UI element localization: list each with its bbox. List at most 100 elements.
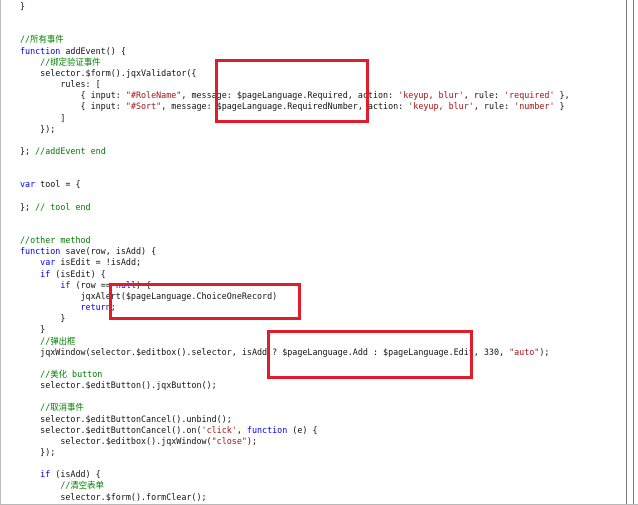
highlight-box-window-title — [267, 330, 473, 379]
code-token: selector.$form().formClear(); — [20, 491, 207, 502]
code-token: //取消事件 — [40, 402, 84, 413]
code-line: selector.$editButtonCancel().on('click',… — [20, 424, 317, 436]
code-token: //addEvent end — [35, 145, 106, 156]
code-token: //所有事件 — [20, 34, 64, 45]
code-line: }; //addEvent end — [20, 146, 106, 157]
code-token: ); — [539, 346, 550, 357]
code-token — [20, 480, 60, 490]
code-line: jqxWindow(selector.$editbox().selector, … — [20, 347, 549, 358]
code-token: (row == — [70, 279, 116, 290]
code-token: selector.$editbox().jqxWindow( — [20, 435, 212, 446]
code-token: } — [20, 1, 26, 11]
code-line: jqxAlert($pageLanguage.ChoiceOneRecord) — [20, 290, 278, 302]
code-line: selector.$editButton().jqxButton(); — [20, 380, 217, 391]
code-token: "#Sort" — [125, 101, 162, 112]
code-token: //弹出框 — [40, 335, 76, 346]
code-line: selector.$form().formClear(); — [20, 491, 207, 503]
code-token: (isAdd) { — [50, 469, 101, 480]
code-token: //美化 button — [40, 368, 103, 379]
code-token: }); — [20, 447, 56, 457]
code-token: }); — [20, 123, 56, 134]
right-edge-line — [626, 0, 627, 505]
code-line: selector.$editButtonCancel().unbind(); — [20, 414, 232, 425]
code-token: //清空表单 — [60, 480, 104, 491]
code-token — [20, 280, 60, 290]
code-line: selector.$form().jqxValidator({ — [20, 68, 196, 79]
code-line: } — [20, 324, 45, 335]
code-token: ); — [246, 435, 257, 446]
code-token — [20, 402, 40, 412]
code-line: //弹出框 — [20, 336, 75, 347]
highlight-box-message — [215, 59, 369, 123]
code-token: function — [246, 424, 288, 435]
code-line: { input: "#Sort", message: $pageLanguage… — [20, 101, 565, 112]
code-line: }); — [20, 447, 55, 458]
code-token — [20, 302, 81, 312]
code-token — [20, 369, 40, 379]
code-line: function addEvent() { — [20, 46, 126, 57]
code-line: rules: [ — [20, 79, 101, 90]
code-token: isEdit = !isAdd; — [55, 257, 142, 268]
code-token: "auto" — [509, 346, 540, 357]
code-token: (isEdit) { — [50, 268, 106, 279]
code-token: , rule: — [463, 90, 505, 101]
code-token: //other method — [20, 235, 91, 246]
code-token: 'number' — [514, 101, 555, 112]
left-edge-line — [0, 0, 1, 505]
code-token: selector.$editButtonCancel().unbind(); — [20, 413, 232, 424]
code-line: function save(row, isAdd) { — [20, 246, 156, 257]
code-token: , message: $pageLanguage.Required, actio… — [181, 90, 399, 101]
code-token: if — [60, 279, 71, 290]
code-token: addEvent() { — [60, 45, 126, 56]
code-token: 'keyup, blur' — [398, 90, 464, 101]
code-token: } — [20, 313, 66, 324]
code-line: if (isEdit) { — [20, 269, 106, 280]
code-line: return; — [20, 302, 116, 313]
code-token: var — [20, 179, 36, 190]
code-token: rules: [ — [20, 79, 101, 90]
code-line: selector.$editbox().jqxWindow("close"); — [20, 436, 257, 447]
code-line: } — [20, 1, 25, 12]
code-token: 'required' — [504, 90, 555, 101]
right-edge-line-outer — [633, 0, 634, 505]
code-line: }); — [20, 124, 55, 135]
code-line: }; // tool end — [20, 202, 91, 213]
code-token: tool = { — [35, 179, 81, 190]
code-token: }; — [20, 201, 36, 212]
highlight-box-alert — [109, 283, 301, 320]
code-token: { input: — [20, 101, 126, 112]
code-token: // tool end — [35, 201, 91, 212]
code-token — [20, 57, 40, 67]
code-token: , rule: — [473, 101, 515, 112]
code-token: }, — [554, 90, 570, 101]
code-token — [20, 469, 40, 479]
code-token: jqxWindow(selector.$editbox().selector, … — [20, 346, 510, 357]
code-token: }; — [20, 145, 36, 156]
code-token: 'click' — [201, 424, 237, 435]
code-token: jqxAlert($pageLanguage.ChoiceOneRecord) — [20, 290, 278, 301]
code-line: //other method — [20, 235, 91, 246]
code-line: //绑定验证事件 — [20, 56, 101, 68]
code-line: //美化 button — [20, 369, 102, 380]
code-line: var tool = { — [20, 179, 81, 190]
code-line: //所有事件 — [20, 34, 64, 45]
code-token: "#RoleName" — [125, 90, 182, 101]
code-token: selector.$editButtonCancel().on( — [20, 424, 202, 435]
code-line: if (isAdd) { — [20, 469, 101, 480]
code-token: function — [20, 246, 61, 257]
code-token: if — [40, 469, 51, 480]
code-line: //清空表单 — [20, 480, 104, 491]
code-token: selector.$form().jqxValidator({ — [20, 67, 197, 78]
code-token: function — [20, 45, 61, 56]
code-line: ] — [20, 113, 65, 124]
code-token: //绑定验证事件 — [40, 56, 101, 67]
code-token — [20, 269, 40, 279]
code-token: 'keyup, blur' — [408, 101, 474, 112]
code-token: var — [40, 257, 56, 268]
code-line: var isEdit = !isAdd; — [20, 257, 141, 268]
code-token: ] — [20, 112, 66, 123]
code-token — [20, 257, 40, 267]
code-token: } — [554, 101, 565, 112]
